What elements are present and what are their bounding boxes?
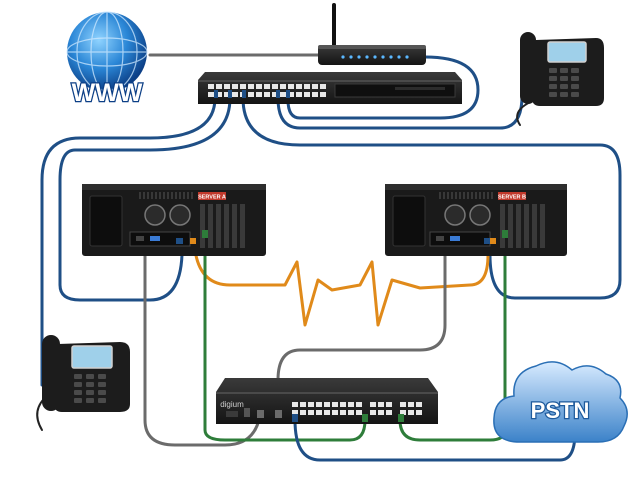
- server-label-plate: [198, 192, 226, 200]
- router-leds: [341, 55, 409, 59]
- cable-switch-server-b: [241, 96, 622, 300]
- server-a: SERVER A: [82, 184, 266, 256]
- server-psu: [392, 195, 426, 247]
- server-vent: [439, 192, 493, 199]
- phone-keypad: [549, 68, 579, 97]
- telephony-gateway: digium: [216, 378, 438, 424]
- pstn-cloud: PSTN: [493, 361, 628, 443]
- cable-server-b-gateway-gray: [276, 250, 447, 414]
- server-fan-icon: [469, 204, 491, 226]
- cable-server-a-gateway-green: [203, 233, 367, 442]
- switch-panel: [334, 83, 456, 98]
- phone-screen: [547, 41, 587, 63]
- telephony-gateway-icon: [216, 378, 438, 424]
- cable-router-switch: [286, 55, 480, 120]
- server-vent: [139, 192, 193, 199]
- switch-plugged-ports: [214, 90, 290, 98]
- phone-keypad: [74, 374, 106, 403]
- phone-handset: [520, 32, 536, 104]
- desk-phone-left: [42, 335, 130, 412]
- desk-phone-top-right: [520, 32, 604, 106]
- server-a-label: SERVER A: [198, 195, 226, 201]
- server-b: SERVER B: [385, 184, 567, 256]
- server-expansion-slots: [500, 204, 545, 248]
- server-expansion-slots: [200, 204, 245, 248]
- server-psu: [89, 195, 123, 247]
- cable-switch-phone-left: [40, 96, 217, 387]
- cable-heartbeat: [193, 248, 490, 327]
- cable-gateway-pstn: [293, 418, 577, 462]
- wifi-router: [318, 3, 426, 65]
- gateway-ports: [292, 402, 422, 415]
- globe: WWW: [66, 11, 148, 108]
- globe-gridlines: [66, 11, 148, 93]
- server-label-plate: [498, 192, 526, 200]
- gateway-brand: digium: [220, 400, 244, 409]
- cable-switch-server-a: [58, 96, 232, 302]
- server-fan-icon: [144, 204, 166, 226]
- wifi-router-icon: [318, 45, 426, 65]
- globe-label: WWW: [72, 79, 143, 107]
- server-fan-icon: [444, 204, 466, 226]
- cloud-label: PSTN: [531, 398, 590, 423]
- phone-screen: [71, 345, 113, 369]
- network-switch: [198, 72, 462, 104]
- server-fan-icon: [169, 204, 191, 226]
- cable-server-a-gateway-gray: [143, 250, 262, 447]
- server-b-label: SERVER B: [498, 195, 526, 201]
- cloud-icon: [493, 361, 628, 443]
